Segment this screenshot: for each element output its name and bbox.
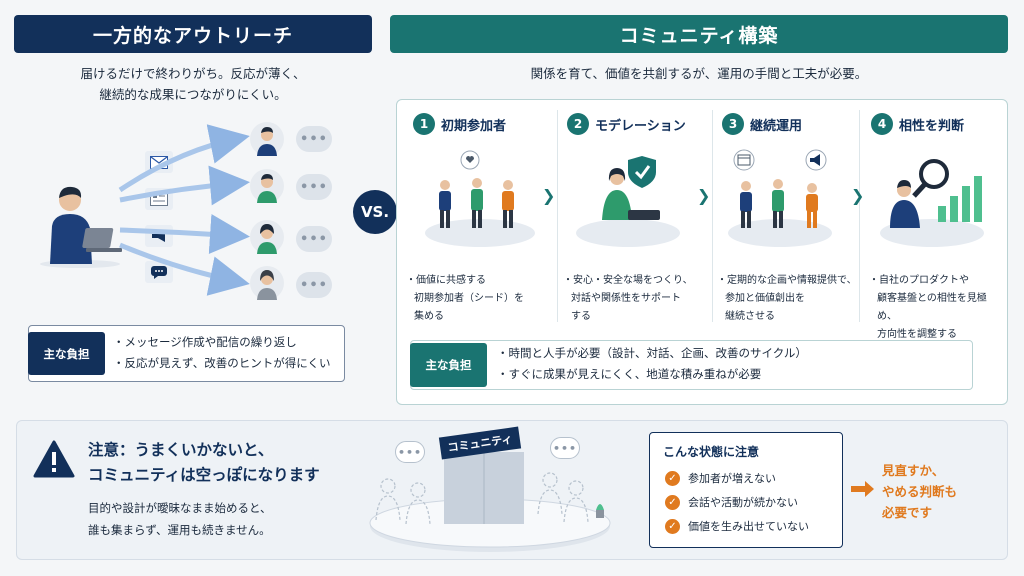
- review-line-3: 必要です: [882, 505, 933, 520]
- step-2-desc-line-3: する: [571, 311, 591, 322]
- recipient-avatar-1: [250, 122, 284, 156]
- step-3-title: 継続運用: [750, 118, 803, 134]
- recipient-avatar-2: [250, 169, 284, 203]
- step-2-header: 2 モデレーション: [567, 113, 686, 135]
- step-4-header: 4 相性を判断: [871, 113, 964, 135]
- community-burden-items: ・時間と人手が必要（設計、対話、企画、改善のサイクル） ・すぐに成果が見えにくく…: [497, 343, 967, 385]
- step-2-title: モデレーション: [595, 118, 686, 134]
- step-4-desc-line-2: 顧客基盤との相性を見極め、: [877, 293, 987, 322]
- presenter-illustration: [40, 186, 122, 268]
- moderation-illustration: [576, 156, 680, 247]
- review-line-1: 見直すか、: [882, 463, 945, 478]
- outreach-burden-items: ・メッセージ作成や配信の繰り返し ・反応が見えず、改善のヒントが得にくい: [113, 332, 341, 374]
- caution-item-1: ✓ 参加者が増えない: [665, 470, 776, 486]
- warning-icon: [33, 440, 75, 478]
- community-burden-box: [410, 340, 973, 390]
- community-burden-label: 主な負担: [410, 343, 487, 387]
- community-burden-item-1: ・時間と人手が必要（設計、対話、企画、改善のサイクル）: [497, 346, 807, 360]
- step-3-header: 3 継続運用: [722, 113, 802, 135]
- check-icon: ✓: [665, 494, 680, 510]
- step-arrow-3: ❯: [851, 186, 865, 205]
- empty-bubble-4: •••: [296, 272, 332, 298]
- outreach-subtitle-line-2: 継続的な成果につながりにくい。: [99, 87, 287, 102]
- outreach-subtitle-line-1: 届けるだけで終わりがち。反応が薄く、: [80, 66, 306, 81]
- caution-item-3-label: 価値を生み出せていない: [688, 520, 809, 533]
- community-subtitle: 関係を育て、価値を共創するが、運用の手間と工夫が必要。: [530, 66, 868, 81]
- outreach-subtitle: 届けるだけで終わりがち。反応が薄く、 継続的な成果につながりにくい。: [14, 63, 372, 105]
- seed-members-illustration: [425, 150, 535, 247]
- review-message: 見直すか、 やめる判断も 必要です: [882, 460, 1002, 523]
- caution-item-3: ✓ 価値を生み出せていない: [665, 518, 809, 534]
- warning-text-line-1: 目的や設計が曖昧なまま始めると、: [88, 501, 272, 515]
- caution-item-2: ✓ 会話や活動が続かない: [665, 494, 798, 510]
- outreach-arrows: [118, 124, 250, 296]
- recipient-avatar-4: [250, 266, 284, 300]
- review-line-2: やめる判断も: [882, 484, 958, 499]
- caution-item-2-label: 会話や活動が続かない: [688, 496, 798, 509]
- empty-bubble-right: •••: [550, 437, 580, 459]
- recipient-avatar-3: [250, 220, 284, 254]
- step-4-desc-line-3: 方向性を調整する: [877, 329, 957, 340]
- outreach-burden-item-2: ・反応が見えず、改善のヒントが得にくい: [113, 356, 331, 370]
- caution-title: こんな状態に注意: [663, 445, 760, 459]
- step-arrow-2: ❯: [697, 186, 711, 205]
- empty-bubble-2: •••: [296, 174, 332, 200]
- empty-bubble-1: •••: [296, 126, 332, 152]
- community-banner: コミュニティ構築: [390, 15, 1008, 53]
- outreach-banner: 一方的なアウトリーチ: [14, 15, 372, 53]
- right-arrow-icon: [851, 481, 874, 497]
- step-3-description: ・定期的な企画や情報提供で、 参加と価値創出を 継続させる: [717, 272, 857, 326]
- step-3-desc-line-3: 継続させる: [725, 311, 775, 322]
- step-arrow-1: ❯: [542, 186, 556, 205]
- step-1-number: 1: [413, 113, 435, 135]
- outreach-burden-label: 主な負担: [28, 332, 105, 375]
- warning-text: 目的や設計が曖昧なまま始めると、 誰も集まらず、運用も続きません。: [88, 497, 368, 541]
- step-4-desc-line-1: ・自社のプロダクトや: [869, 275, 969, 286]
- vs-badge: VS.: [353, 190, 397, 234]
- fit-assessment-illustration: [880, 159, 984, 247]
- step-2-desc-line-2: 対話や関係性をサポート: [571, 293, 681, 304]
- step-1-header: 1 初期参加者: [413, 113, 506, 135]
- step-2-description: ・安心・安全な場をつくり、 対話や関係性をサポート する: [563, 272, 711, 326]
- step-divider-1: [557, 110, 558, 322]
- ongoing-operation-illustration: [728, 149, 832, 247]
- community-burden-item-2: ・すぐに成果が見えにくく、地道な積み重ねが必要: [497, 367, 762, 381]
- step-3-desc-line-1: ・定期的な企画や情報提供で、: [717, 275, 857, 286]
- caution-box: [649, 432, 843, 548]
- step-1-desc-line-2: 初期参加者（シード）を: [414, 293, 524, 304]
- step-4-number: 4: [871, 113, 893, 135]
- step-divider-2: [712, 110, 713, 322]
- caution-item-1-label: 参加者が増えない: [688, 472, 776, 485]
- step-divider-3: [859, 110, 860, 322]
- outreach-burden-item-1: ・メッセージ作成や配信の繰り返し: [113, 335, 297, 349]
- warning-text-line-2: 誰も集まらず、運用も続きません。: [88, 523, 271, 537]
- warning-title-line-2: コミュニティは空っぽになります: [88, 466, 320, 484]
- step-1-desc-line-1: ・価値に共感する: [406, 275, 486, 286]
- check-icon: ✓: [665, 518, 680, 534]
- step-1-description: ・価値に共感する 初期参加者（シード）を 集める: [406, 272, 554, 326]
- step-2-desc-line-1: ・安心・安全な場をつくり、: [563, 275, 693, 286]
- empty-bubble-3: •••: [296, 226, 332, 252]
- step-1-desc-line-3: 集める: [414, 311, 444, 322]
- step-4-title: 相性を判断: [899, 118, 965, 134]
- step-1-title: 初期参加者: [441, 118, 507, 134]
- step-3-desc-line-2: 参加と価値創出を: [725, 293, 805, 304]
- check-icon: ✓: [665, 470, 680, 486]
- step-2-number: 2: [567, 113, 589, 135]
- warning-title-line-1: 注意：うまくいかないと、: [88, 441, 274, 459]
- empty-bubble-left: •••: [395, 441, 425, 463]
- chat-icon: [145, 261, 173, 283]
- empty-community-illustration: [369, 452, 611, 552]
- step-4-description: ・自社のプロダクトや 顧客基盤との相性を見極め、 方向性を調整する: [869, 272, 1005, 344]
- step-3-number: 3: [722, 113, 744, 135]
- warning-title: 注意：うまくいかないと、 コミュニティは空っぽになります: [88, 438, 388, 488]
